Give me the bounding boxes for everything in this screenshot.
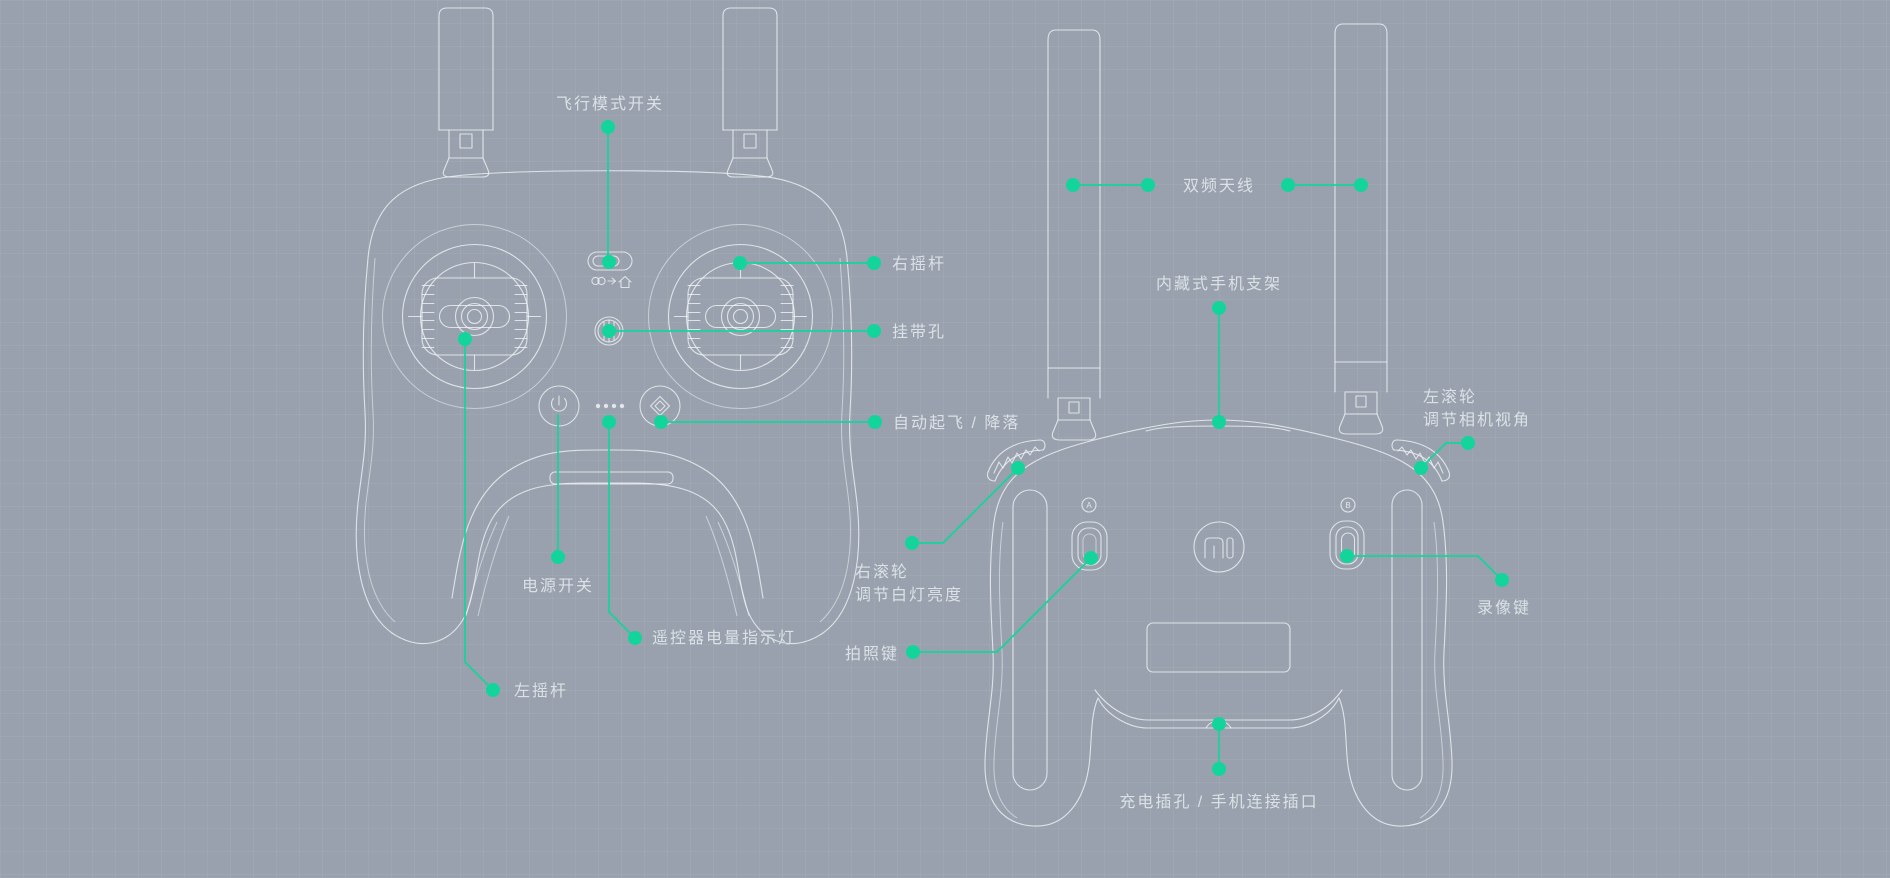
callout-flight-mode: [601, 120, 616, 269]
home-icon: [618, 275, 632, 289]
label-strap-hole: 挂带孔: [892, 324, 947, 341]
phone-holder-slot-right: [1391, 489, 1423, 791]
power-button[interactable]: [538, 385, 580, 427]
callout-right-stick: [733, 256, 881, 270]
left-stick[interactable]: [381, 223, 568, 410]
diamond-takeoff-icon: [649, 395, 671, 417]
front-saddle-plateau: [549, 471, 674, 485]
callout-antenna-left: [1066, 178, 1155, 192]
back-antenna-left: [1047, 29, 1101, 441]
battery-led-dots: [595, 403, 625, 409]
label-phone-holder: 内藏式手机支架: [1155, 276, 1283, 293]
label-auto-takeoff-landing: 自动起飞 / 降落: [893, 415, 1021, 432]
label-right-wheel-title: 右滚轮: [855, 564, 910, 581]
label-left-stick: 左摇杆: [514, 683, 569, 700]
callout-phone-holder: [1212, 301, 1226, 429]
callout-antenna-right: [1281, 178, 1368, 192]
right-stick[interactable]: [647, 223, 834, 410]
loop-mode-icon: [591, 276, 606, 286]
callout-right-wheel: [905, 461, 1025, 550]
button-b-label: B: [1345, 501, 1350, 510]
label-photo-button: 拍照键: [845, 646, 900, 663]
callout-power: [551, 414, 565, 564]
front-antenna-left: [438, 7, 494, 178]
callout-strap-hole: [602, 324, 881, 338]
label-plate: [1146, 622, 1291, 673]
label-right-wheel-desc: 调节白灯亮度: [855, 587, 964, 604]
label-power-switch: 电源开关: [521, 578, 595, 595]
back-antenna-right: [1334, 23, 1388, 435]
label-left-wheel: 左滚轮 调节相机视角: [1423, 386, 1531, 432]
callout-left-wheel: [1414, 436, 1475, 475]
mi-logo-icon: [1193, 521, 1245, 573]
front-palm-line: [451, 449, 764, 599]
label-flight-mode-switch: 飞行模式开关: [555, 96, 665, 113]
callout-charging-port: [1212, 717, 1226, 776]
label-left-wheel-desc: 调节相机视角: [1423, 412, 1532, 429]
label-charging-port: 充电插孔 / 手机连接插口: [1119, 794, 1319, 811]
callout-photo-button: [906, 551, 1098, 659]
callout-left-stick: [458, 332, 500, 697]
label-battery-indicator: 遥控器电量指示灯: [652, 630, 797, 647]
callout-record-button: [1340, 549, 1509, 587]
back-controller: A B: [984, 23, 1453, 827]
label-dual-band-antenna: 双频天线: [1182, 178, 1256, 195]
front-antenna-right: [722, 7, 778, 178]
callout-battery-indicator: [602, 415, 642, 645]
arrow-right-icon: [607, 277, 617, 285]
power-icon: [551, 395, 567, 412]
label-left-wheel-title: 左滚轮: [1423, 389, 1478, 406]
phone-holder-slot-left: [1012, 489, 1048, 791]
callout-auto-takeoff: [654, 415, 882, 429]
label-right-wheel: 右滚轮 调节白灯亮度: [855, 561, 963, 607]
front-body-outline: [355, 170, 860, 644]
label-record-button: 录像键: [1477, 600, 1532, 617]
callouts: [458, 120, 1509, 776]
label-right-stick: 右摇杆: [892, 256, 947, 273]
button-a-label: A: [1086, 501, 1092, 510]
back-body-outline: [984, 419, 1453, 827]
